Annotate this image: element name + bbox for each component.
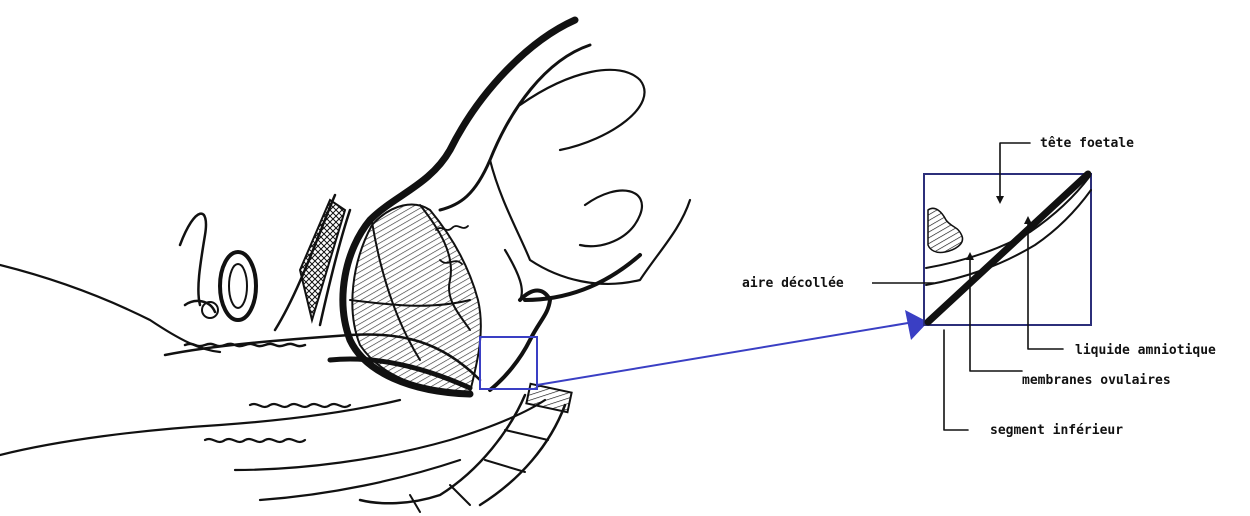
sagittal-section-illustration (0, 20, 690, 512)
label-membranes: membranes ovulaires (1022, 373, 1171, 388)
zoom-indicator (480, 310, 928, 389)
zoom-arrow-line (537, 323, 908, 385)
coccyx (360, 384, 572, 512)
detail-inset (924, 174, 1091, 325)
label-fetal-head: tête foetale (1040, 136, 1134, 151)
perineum (180, 195, 350, 330)
label-lower-segment: segment inférieur (990, 423, 1123, 438)
label-amniotic-fluid: liquide amniotique (1075, 343, 1216, 358)
cervix (490, 291, 550, 390)
label-detached-area: aire décollée (742, 276, 844, 291)
